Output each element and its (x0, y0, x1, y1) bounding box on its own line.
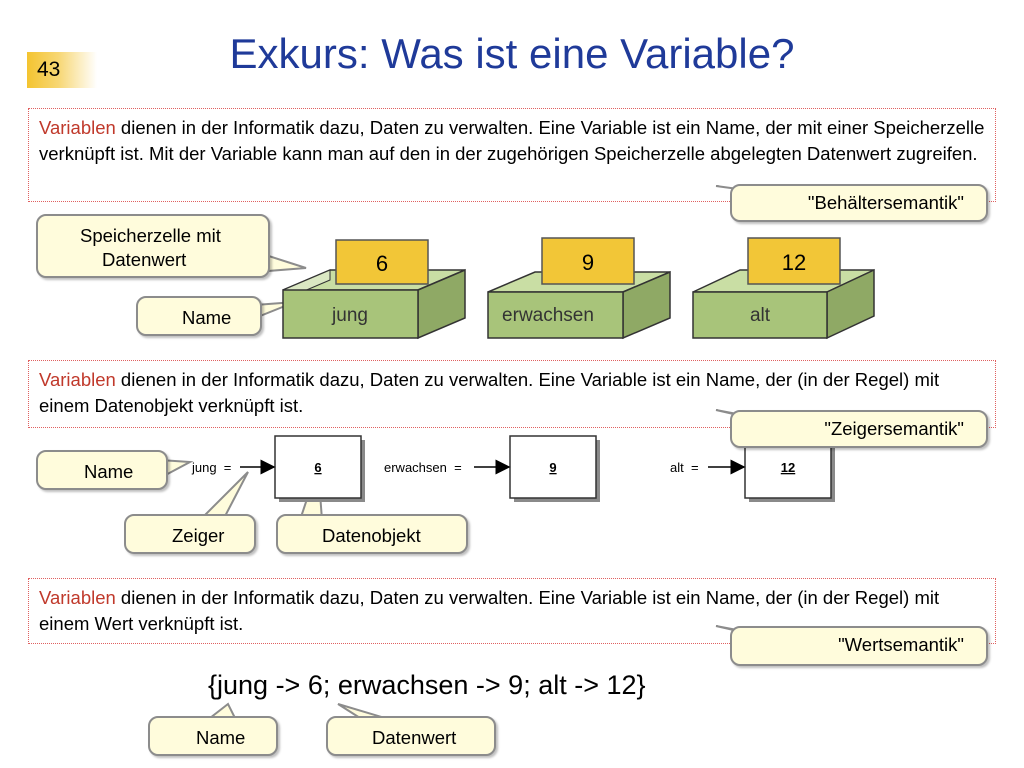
definition-highlight: Variablen (39, 369, 116, 390)
container-value: 6 (376, 251, 388, 276)
callout-wertsemantik: "Wertsemantik" (730, 626, 988, 666)
container-box-alt (692, 237, 875, 340)
callout-name: Name (136, 296, 262, 336)
container-name: alt (750, 305, 771, 326)
callout-zeigersemantik: "Zeigersemantik" (730, 410, 988, 448)
container-box-jung (282, 239, 466, 340)
value-mapping-formula: {jung -> 6; erwachsen -> 9; alt -> 12} (208, 670, 646, 700)
container-name: jung (331, 305, 368, 326)
callout-line: Datenwert (102, 249, 187, 270)
callout-behaeltersemantik: "Behältersemantik" (730, 184, 988, 222)
definition-value-semantics: Variablen dienen in der Informatik dazu,… (28, 578, 996, 644)
definition-container-semantics: Variablen dienen in der Informatik dazu,… (28, 108, 996, 202)
container-value: 12 (782, 250, 806, 275)
data-object-value: 12 (781, 460, 795, 475)
callout-datenwert: Datenwert (326, 716, 496, 756)
data-object-value: 6 (314, 460, 321, 475)
callout-zeiger: Zeiger (124, 514, 256, 554)
data-object-box (274, 435, 365, 502)
definition-pointer-semantics: Variablen dienen in der Informatik dazu,… (28, 360, 996, 428)
definition-highlight: Variablen (39, 117, 116, 138)
definition-text: dienen in der Informatik dazu, Daten zu … (39, 587, 940, 634)
callout-datenobjekt: Datenobjekt (276, 514, 468, 554)
pointer-label: alt = (670, 460, 699, 475)
page-number: 43 (27, 52, 97, 88)
container-box-erwachsen (487, 237, 671, 340)
pointer-label: erwachsen = (384, 460, 462, 475)
data-object-value: 9 (549, 460, 556, 475)
callout-speicherzelle: Speicherzelle mit Datenwert (36, 214, 270, 278)
callout-line: Speicherzelle mit (80, 225, 221, 246)
pointer-label: jung = (191, 460, 231, 475)
data-object-box (509, 435, 600, 502)
callout-name: Name (148, 716, 278, 756)
container-value: 9 (582, 250, 594, 275)
definition-highlight: Variablen (39, 587, 116, 608)
container-name: erwachsen (502, 305, 594, 326)
callout-name: Name (36, 450, 168, 490)
definition-text: dienen in der Informatik dazu, Daten zu … (39, 369, 940, 416)
definition-text: dienen in der Informatik dazu, Daten zu … (39, 117, 985, 164)
slide-title: Exkurs: Was ist eine Variable? (229, 30, 795, 77)
